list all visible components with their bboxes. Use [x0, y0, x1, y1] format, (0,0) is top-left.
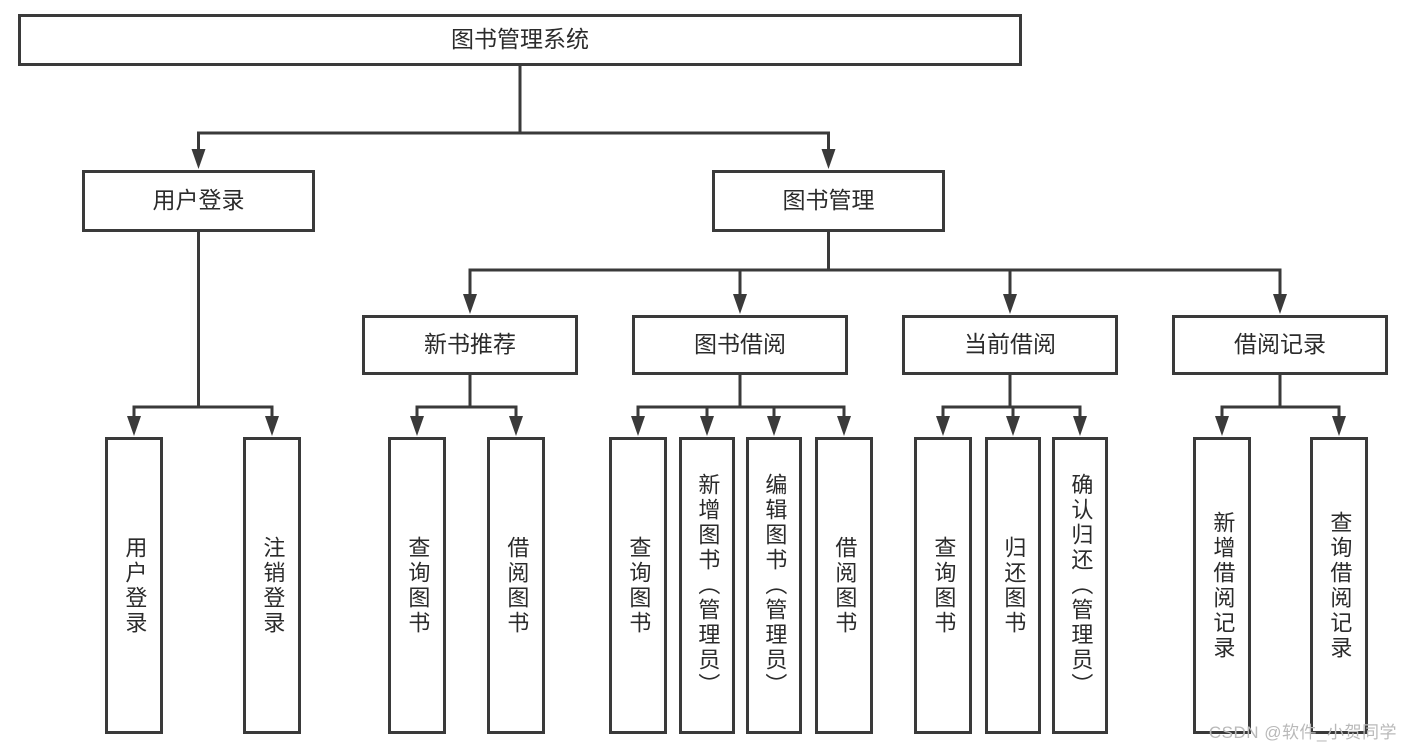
arrow-head-icon [936, 416, 950, 436]
arrow-head-icon [1006, 416, 1020, 436]
arrow-head-icon [265, 416, 279, 436]
arrow-head-icon [127, 416, 141, 436]
arrow-head-icon [821, 149, 836, 169]
arrow-head-icon [837, 416, 851, 436]
arrow-head-icon [1073, 416, 1087, 436]
boxes-layer [18, 14, 1388, 734]
node-box-borrow-record[interactable] [1172, 315, 1388, 375]
node-box-leaf-query-book-current[interactable] [914, 437, 972, 734]
node-box-leaf-return-book[interactable] [985, 437, 1041, 734]
arrow-head-icon [1332, 416, 1346, 436]
node-label-current-borrow: 当前借阅 [964, 331, 1056, 357]
arrow-head-icon [463, 294, 477, 314]
node-label-borrow-record: 借阅记录 [1234, 331, 1326, 357]
node-box-leaf-borrow-book[interactable] [815, 437, 873, 734]
node-label-user-login: 用户登录 [153, 187, 245, 213]
node-label-book-management: 图书管理 [783, 187, 875, 213]
node-label-book-borrow: 图书借阅 [694, 331, 786, 357]
node-box-leaf-query-book-borrow[interactable] [609, 437, 667, 734]
arrow-head-icon [767, 416, 781, 436]
node-label-root: 图书管理系统 [451, 26, 589, 52]
arrow-head-icon [733, 294, 747, 314]
csdn-watermark: CSDN @软件_小贺同学 [1208, 723, 1397, 742]
connectors-layer [127, 64, 1346, 436]
node-box-root[interactable] [18, 14, 1022, 66]
arrow-head-icon [410, 416, 424, 436]
arrow-head-icon [1003, 294, 1017, 314]
node-box-leaf-add-borrow-record[interactable] [1193, 437, 1251, 734]
node-box-leaf-user-logout[interactable] [243, 437, 301, 734]
node-box-leaf-user-login[interactable] [105, 437, 163, 734]
arrow-head-icon [631, 416, 645, 436]
arrow-head-icon [1215, 416, 1229, 436]
node-box-book-management[interactable] [712, 170, 945, 232]
node-box-book-borrow[interactable] [632, 315, 848, 375]
node-box-new-book-recommend[interactable] [362, 315, 578, 375]
node-box-leaf-borrow-book-recommend[interactable] [487, 437, 545, 734]
node-label-new-book-recommend: 新书推荐 [424, 331, 516, 357]
arrow-head-icon [509, 416, 523, 436]
node-box-leaf-query-book-recommend[interactable] [388, 437, 446, 734]
node-box-user-login[interactable] [82, 170, 315, 232]
node-box-leaf-query-borrow-record[interactable] [1310, 437, 1368, 734]
node-box-leaf-add-book[interactable] [679, 437, 735, 734]
arrow-head-icon [1273, 294, 1287, 314]
arrow-head-icon [191, 149, 206, 169]
node-box-leaf-confirm-return[interactable] [1052, 437, 1108, 734]
node-box-current-borrow[interactable] [902, 315, 1118, 375]
arrow-head-icon [700, 416, 714, 436]
node-box-leaf-edit-book[interactable] [746, 437, 802, 734]
